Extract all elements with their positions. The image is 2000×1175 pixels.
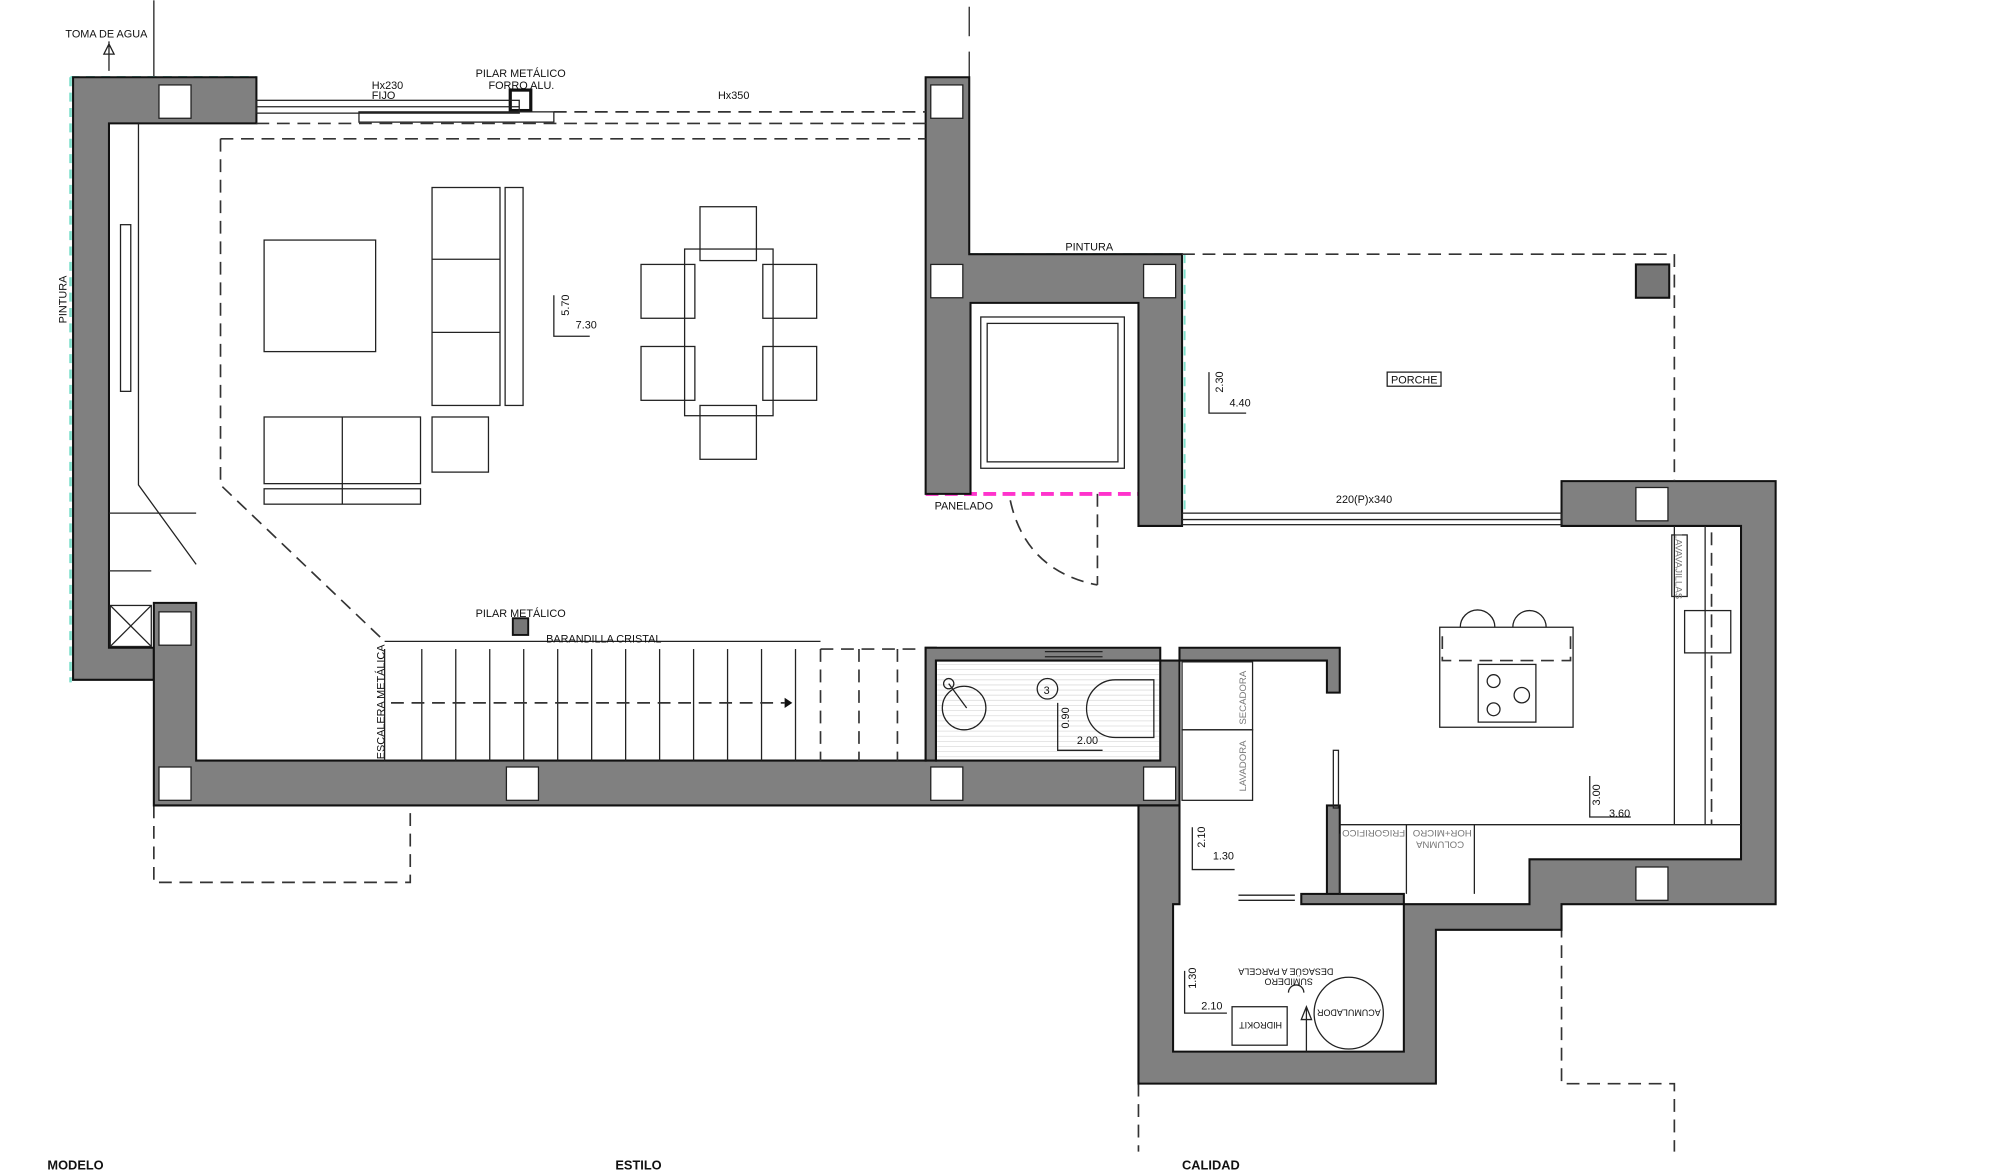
utility-width-dim: 1.30	[1187, 968, 1199, 989]
kitchen	[1181, 525, 1742, 1052]
porch-length-dim: 4.40	[1229, 398, 1250, 410]
bath-width-dim: 0.90	[1060, 707, 1072, 728]
porch-width-dim: 2.30	[1214, 371, 1226, 392]
frigorifico-label: FRIGORIFICO	[1342, 827, 1406, 838]
porch-window-label: 220(P)x340	[1336, 494, 1392, 506]
utility-length-dim: 2.10	[1201, 1000, 1222, 1012]
grid-guides	[153, 0, 1676, 1152]
kitchen-width-dim: 3.00	[1591, 784, 1603, 805]
hidrokit-label: HIDROKIT	[1239, 1020, 1282, 1030]
desague-label: DESAGÜE A PARCELA	[1238, 966, 1333, 976]
plan-labels: TOMA DE AGUA PILAR METÁLICO FORRO ALU. H…	[58, 29, 1684, 1031]
lavadora-label: LAVADORA	[1238, 740, 1249, 791]
panelado-label: PANELADO	[935, 500, 993, 512]
walls	[72, 76, 1777, 1085]
estilo-label: ESTILO	[615, 1158, 661, 1173]
hor-micro-label: HOR+MICRO	[1412, 827, 1472, 838]
escalera-label: ESCALERA METÁLICA	[375, 644, 388, 760]
acumulador-label: ACUMULADOR	[1316, 1007, 1380, 1017]
sumidero-label: SUMIDERO	[1264, 977, 1312, 987]
barandilla-label: BARANDILLA CRISTAL	[546, 634, 661, 646]
bath-length-dim: 2.00	[1077, 735, 1098, 747]
living-length-dim: 7.30	[576, 320, 597, 332]
modelo-label: MODELO	[47, 1158, 103, 1173]
windows	[220, 99, 1563, 526]
title-block: MODELO ESTILO CALIDAD	[47, 1158, 1239, 1173]
kitchen-length-dim: 3.60	[1609, 808, 1630, 820]
bathroom	[937, 650, 1159, 758]
forro-alu-label: FORRO ALU.	[488, 80, 554, 92]
lavavajillas-label: LAVAVAJILLAS	[1673, 534, 1684, 600]
laundry-length-dim: 1.30	[1213, 850, 1234, 862]
living-room-furniture	[108, 123, 818, 648]
laundry-width-dim: 2.10	[1196, 827, 1208, 848]
porch	[980, 253, 1676, 586]
pintura-top-label: PINTURA	[1065, 241, 1113, 253]
window-hx350-label: Hx350	[718, 90, 749, 102]
toma-agua-label: TOMA DE AGUA	[65, 29, 148, 41]
pilar-metalico	[511, 617, 530, 636]
pilar-forro-label: PILAR METÁLICO	[476, 67, 566, 80]
calidad-label: CALIDAD	[1182, 1158, 1240, 1173]
living-width-dim: 5.70	[560, 295, 572, 316]
pillars	[158, 84, 1671, 901]
secadora-label: SECADORA	[1238, 670, 1249, 725]
bathroom-number: 3	[1044, 685, 1050, 697]
porche-label: PORCHE	[1391, 375, 1438, 387]
staircase	[383, 640, 924, 761]
pilar-metalico-label: PILAR METÁLICO	[476, 607, 566, 620]
window-fijo-label: FIJO	[372, 90, 396, 102]
pintura-left-label: PINTURA	[58, 275, 70, 323]
porch-pillar	[1634, 263, 1671, 299]
window-hx230-label: Hx230	[372, 80, 403, 92]
columna-label: COLUMNA	[1415, 838, 1464, 849]
